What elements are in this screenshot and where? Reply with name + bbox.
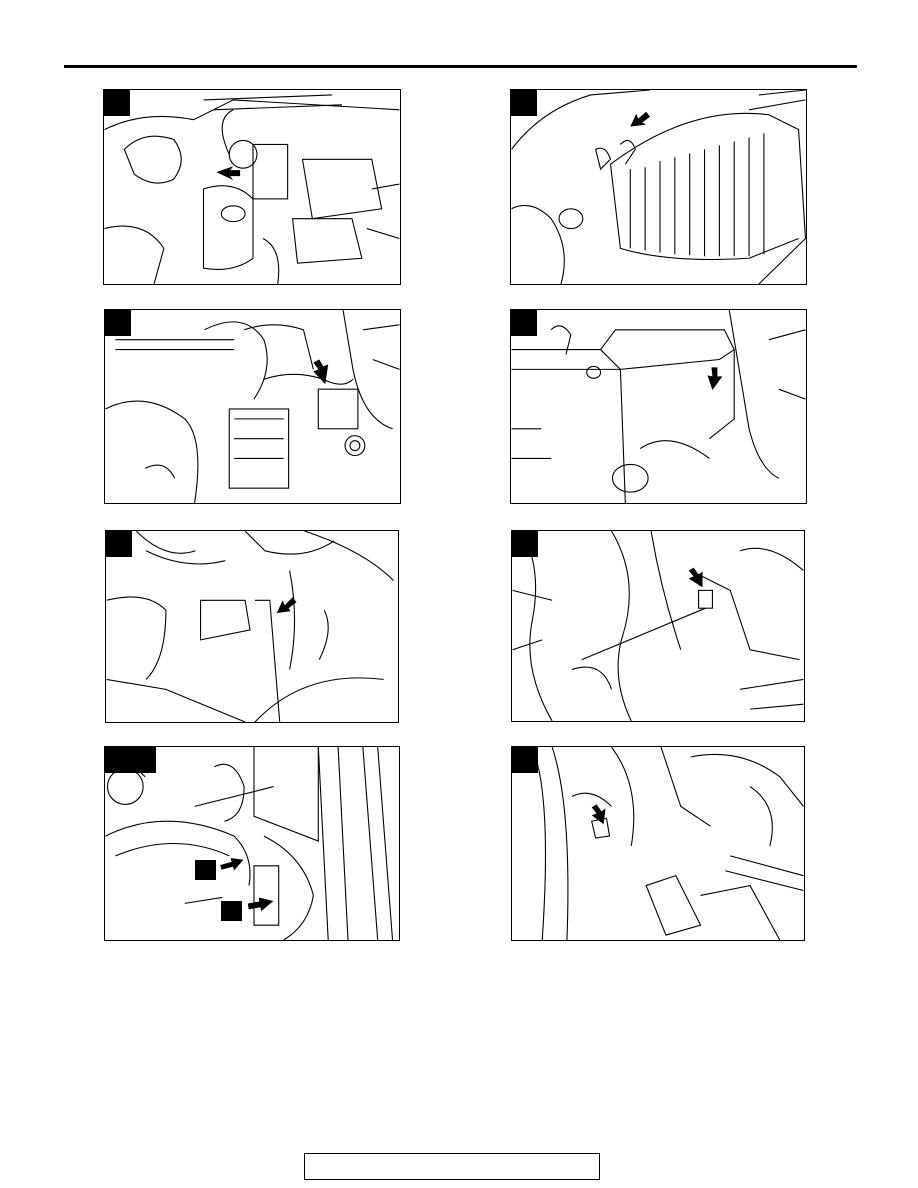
- figure-tag: [105, 310, 131, 336]
- arrow-icon: [630, 111, 651, 127]
- arrow-icon: [276, 597, 297, 614]
- figure-4: [510, 309, 807, 504]
- figure-7: [104, 746, 400, 941]
- figure-8: [511, 746, 805, 941]
- arrow-icon: [313, 359, 329, 385]
- arrow-icon: [591, 804, 606, 825]
- figure-tag: [105, 747, 156, 773]
- figure-tag: [511, 90, 537, 116]
- figure-2: [510, 89, 807, 285]
- arrow-icon: [220, 858, 274, 912]
- callout-label: [221, 901, 242, 921]
- footer-box: [304, 1153, 600, 1180]
- figure-1: [103, 89, 401, 285]
- arrow-icon: [688, 567, 703, 588]
- callout-label: [195, 860, 216, 880]
- figure-tag: [104, 90, 130, 116]
- figure-tag: [511, 310, 537, 336]
- arrow-icon: [216, 166, 241, 181]
- figure-tag: [106, 531, 132, 557]
- figure-3: [104, 309, 401, 504]
- header-rule: [64, 65, 857, 68]
- figure-tag: [512, 531, 538, 557]
- figure-tag: [512, 747, 538, 773]
- figure-5: [105, 530, 399, 723]
- figure-6: [511, 530, 805, 722]
- arrow-icon: [707, 367, 723, 391]
